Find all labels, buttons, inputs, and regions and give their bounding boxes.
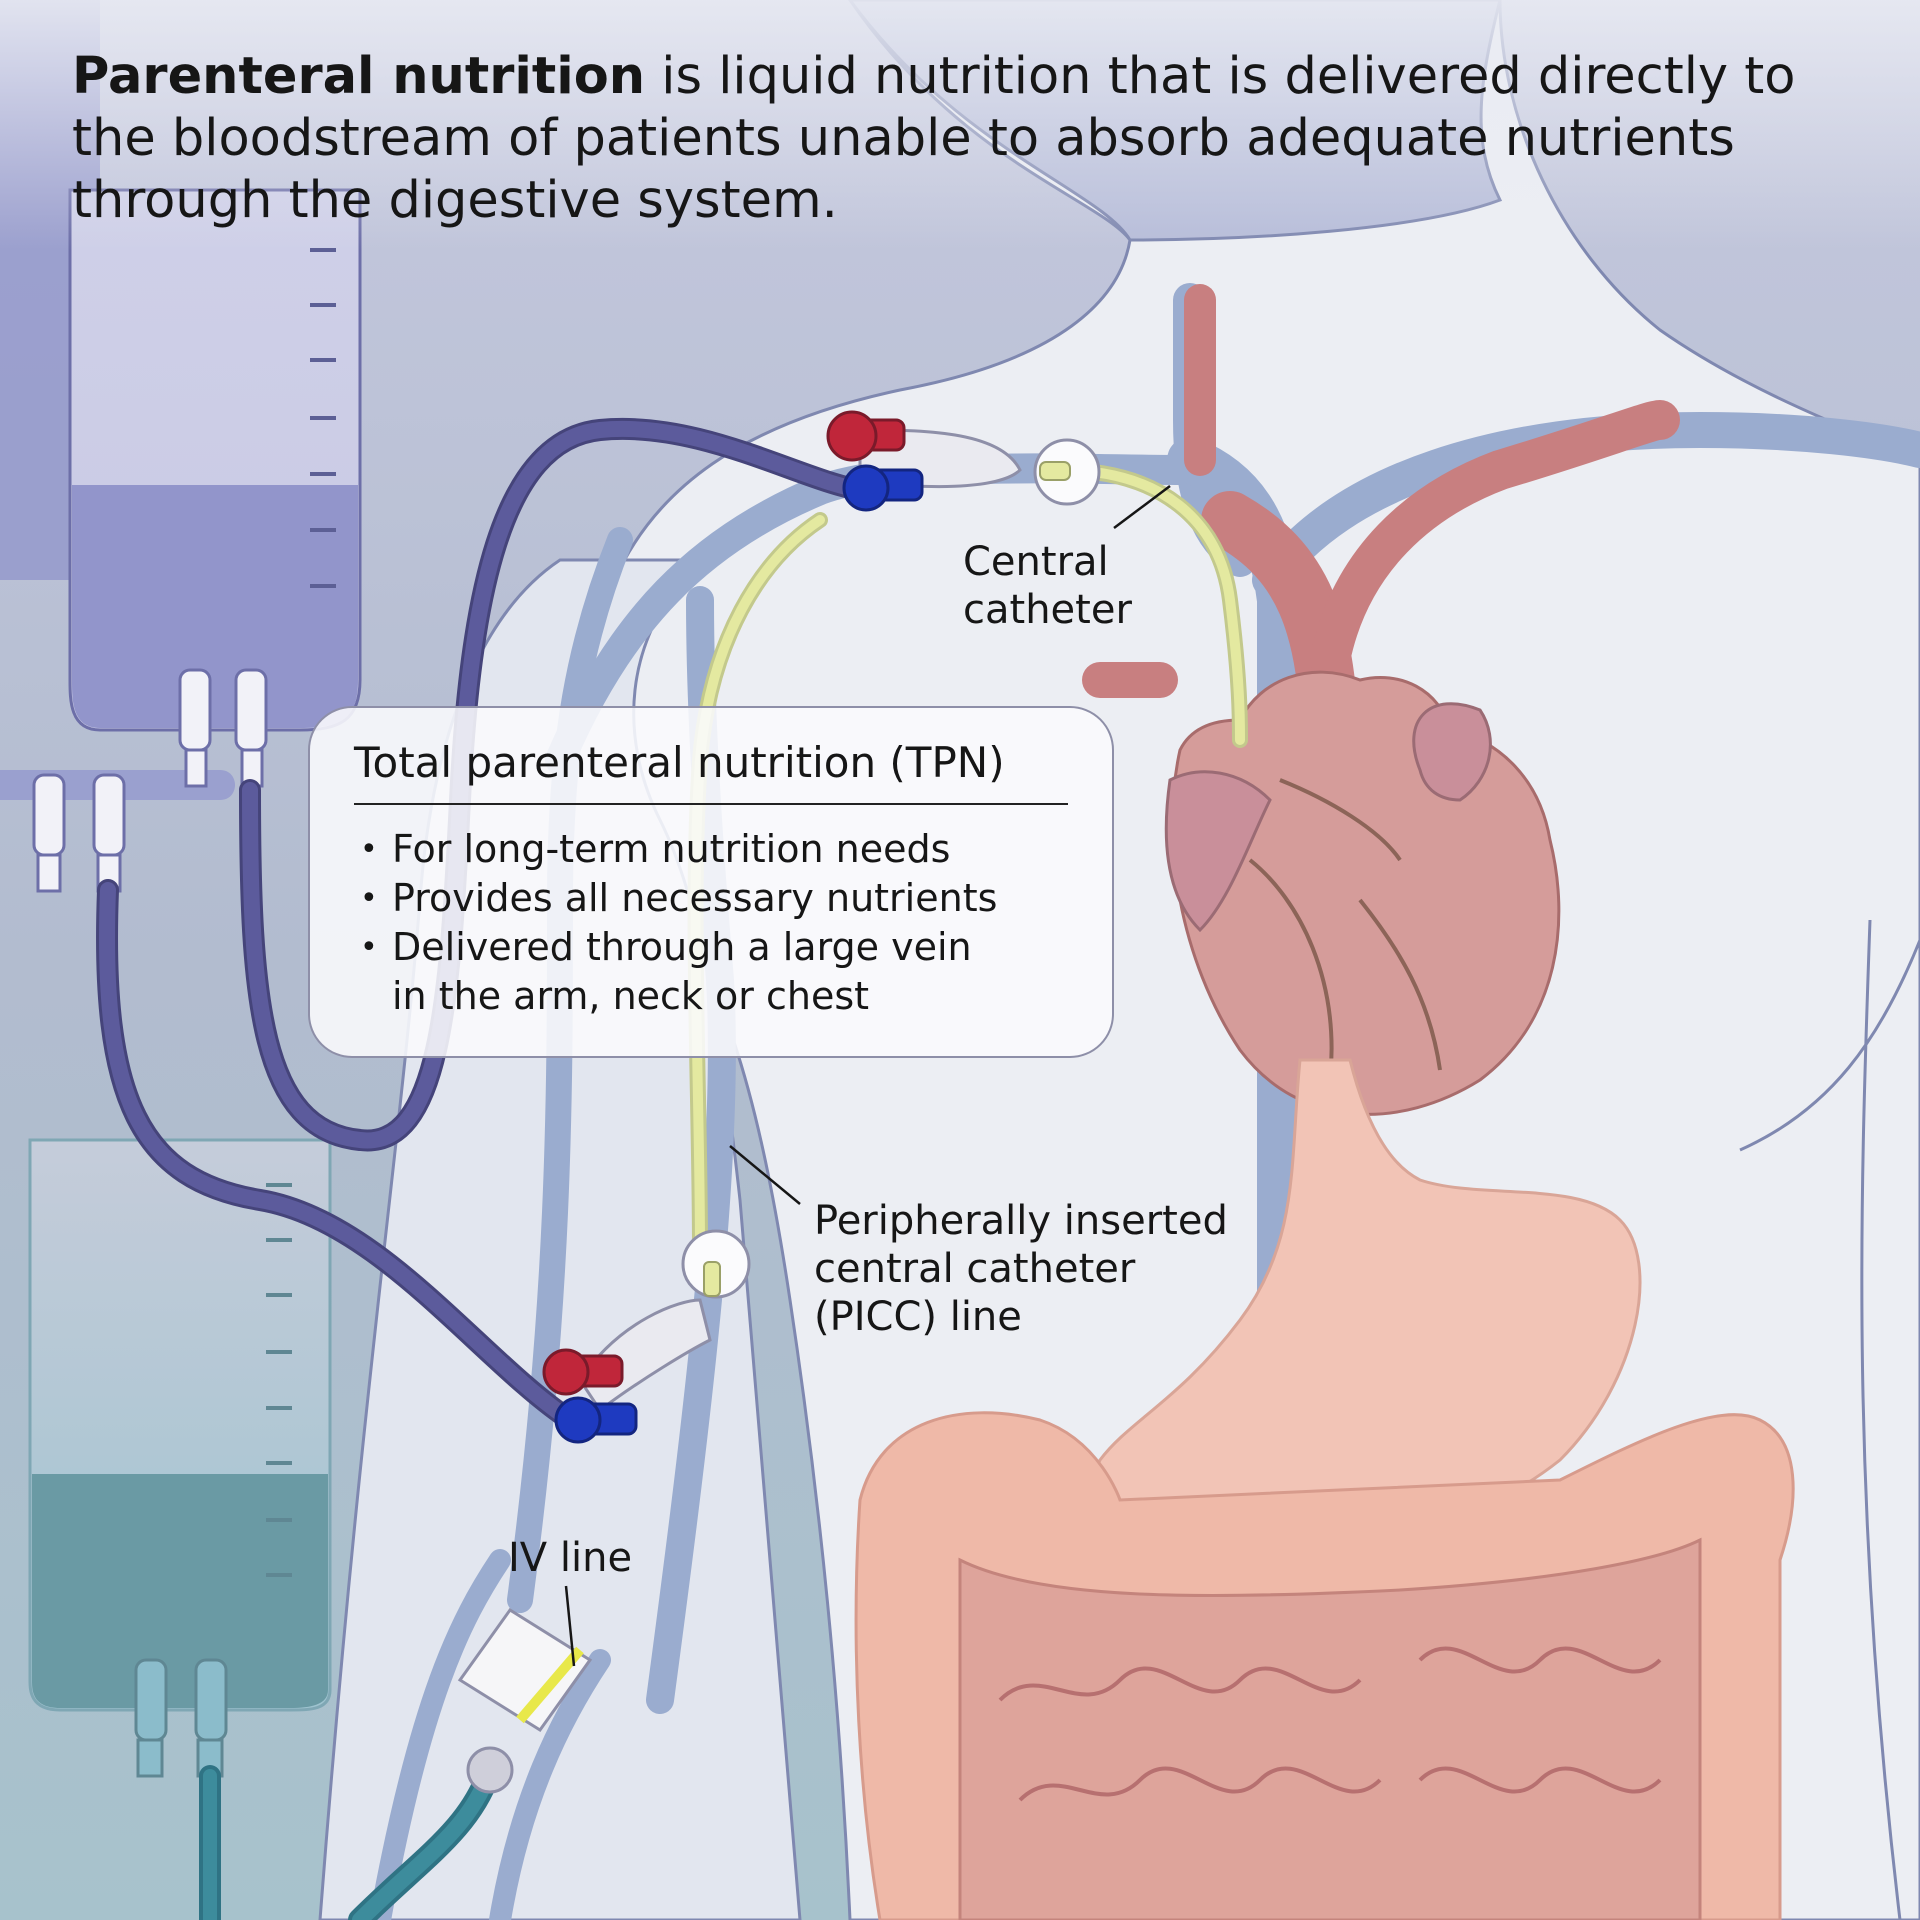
intro-text: Parenteral nutrition is liquid nutrition…: [72, 46, 1852, 232]
tpn-bullet-1: For long-term nutrition needs: [354, 825, 1068, 874]
iv-line-label: IV line: [508, 1534, 708, 1582]
iv-bag: [30, 1140, 330, 1776]
tpn-bullet-3: Delivered through a large vein: [354, 923, 1068, 972]
picc-label-line-1: Peripherally inserted: [814, 1197, 1334, 1245]
central-catheter-label: Central catheter: [963, 538, 1223, 634]
intro-bold: Parenteral nutrition: [72, 47, 645, 106]
picc-line-label: Peripherally inserted central catheter (…: [814, 1197, 1334, 1341]
tpn-box-title: Total parenteral nutrition (TPN): [354, 738, 1068, 805]
picc-label-line-3: (PICC) line: [814, 1293, 1334, 1341]
picc-label-line-2: central catheter: [814, 1245, 1334, 1293]
tpn-bullet-2: Provides all necessary nutrients: [354, 874, 1068, 923]
tpn-bullet-list: For long-term nutrition needs Provides a…: [354, 825, 1068, 1021]
central-label-line-1: Central: [963, 538, 1223, 586]
tpn-bullet-3-continued: in the arm, neck or chest: [354, 972, 1068, 1021]
tpn-info-box: Total parenteral nutrition (TPN) For lon…: [308, 706, 1114, 1058]
central-label-line-2: catheter: [963, 586, 1223, 634]
